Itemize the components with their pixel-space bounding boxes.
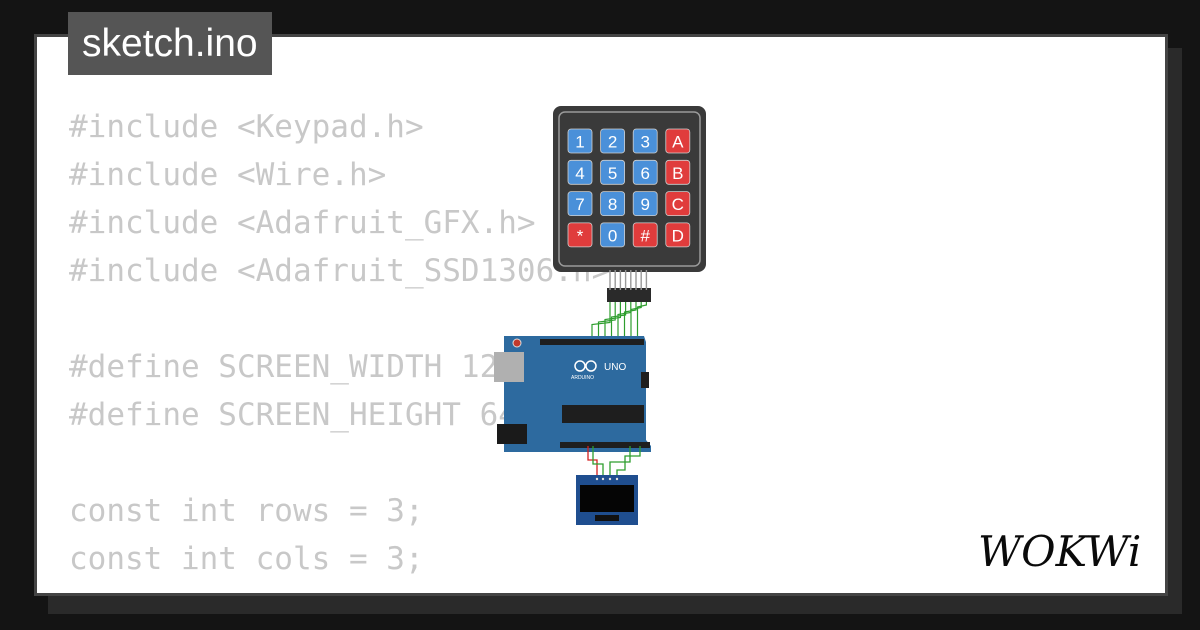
keypad-key-label: 5 xyxy=(608,164,617,183)
code-line: #include <Adafruit_GFX.h> xyxy=(69,205,536,241)
keypad-key[interactable]: 9 xyxy=(632,191,658,217)
keypad-key-label: C xyxy=(672,195,684,214)
keypad-key-label: D xyxy=(672,226,684,245)
file-tab[interactable]: sketch.ino xyxy=(68,12,272,75)
oled-wires xyxy=(587,446,641,478)
code-preview: #include <Keypad.h> #include <Wire.h> #inc… xyxy=(69,103,648,593)
svg-text:WOKWi: WOKWi xyxy=(978,527,1141,576)
keypad-key[interactable]: 2 xyxy=(600,128,625,154)
keypad-key[interactable]: A xyxy=(665,128,691,154)
code-line: #include <Keypad.h> xyxy=(69,109,424,145)
code-line: #define SCREEN_HEIGHT 64 xyxy=(69,397,517,433)
keypad-key-label: A xyxy=(672,133,684,152)
keypad-key[interactable]: * xyxy=(567,222,593,248)
board-brand-label: ARDUINO xyxy=(571,375,594,381)
membrane-keypad[interactable]: 1 2 3 A 4 5 6 B 7 8 9 C * 0 # D xyxy=(553,106,706,302)
code-line: byte rowPins[rows] = {9, 8, 7}; xyxy=(69,583,648,593)
board-model-label: UNO xyxy=(604,362,626,373)
keypad-key-label: # xyxy=(640,226,650,245)
keypad-key[interactable]: 8 xyxy=(600,191,625,217)
code-line: #include <Adafruit_SSD1306.h> xyxy=(69,253,611,289)
keypad-key-label: 7 xyxy=(575,195,584,214)
keypad-key-label: B xyxy=(672,164,683,183)
keypad-key[interactable]: C xyxy=(665,191,691,217)
keypad-key-label: 3 xyxy=(640,133,649,152)
keypad-key-label: * xyxy=(577,226,584,245)
code-line: #include <Wire.h> xyxy=(69,157,387,193)
keypad-key-label: 1 xyxy=(575,133,584,152)
code-line: const int rows = 3; xyxy=(69,493,424,529)
keypad-key[interactable]: 3 xyxy=(632,128,658,154)
keypad-key-label: 8 xyxy=(608,195,617,214)
arduino-uno-board[interactable]: UNO ARDUINO xyxy=(494,336,651,452)
keypad-key[interactable]: # xyxy=(632,222,658,248)
keypad-key-label: 9 xyxy=(640,195,649,214)
keypad-key-label: 2 xyxy=(608,133,617,152)
keypad-key[interactable]: 0 xyxy=(600,222,625,248)
wokwi-logo: WOKWi xyxy=(978,527,1141,576)
keypad-key[interactable]: 4 xyxy=(567,159,593,185)
keypad-key[interactable]: B xyxy=(665,159,691,185)
keypad-key[interactable]: D xyxy=(665,222,691,248)
keypad-key-label: 0 xyxy=(608,226,617,245)
code-line: #define SCREEN_WIDTH 128 xyxy=(69,349,517,385)
keypad-key[interactable]: 5 xyxy=(600,159,625,185)
keypad-wires xyxy=(591,302,647,340)
keypad-key-label: 4 xyxy=(575,164,584,183)
code-line: const int cols = 3; xyxy=(69,541,424,577)
keypad-key[interactable]: 7 xyxy=(567,191,593,217)
keypad-key-label: 6 xyxy=(640,164,649,183)
keypad-key[interactable]: 1 xyxy=(567,128,593,154)
keypad-key[interactable]: 6 xyxy=(632,159,658,185)
oled-display[interactable] xyxy=(576,475,638,525)
